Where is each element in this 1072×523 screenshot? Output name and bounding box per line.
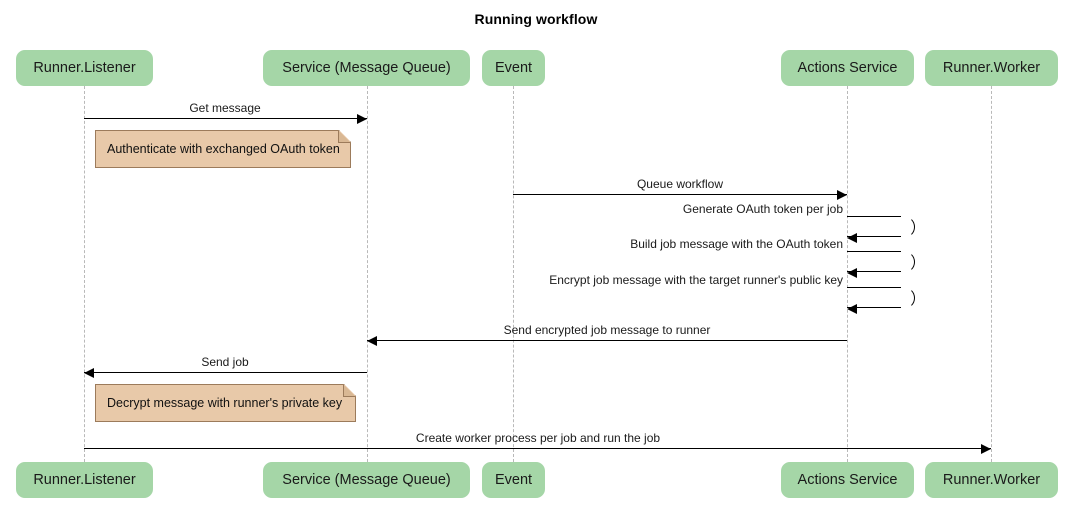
- arrowhead-send-encrypted-job-message: [367, 336, 377, 346]
- participant-label: Actions Service: [797, 472, 898, 488]
- arrowhead-queue-workflow: [837, 190, 847, 200]
- self-message-build-job-message: [847, 251, 915, 273]
- participant-top-event[interactable]: Event: [482, 50, 545, 86]
- self-message-label-generate-oauth-token: Generate OAuth token per job: [682, 202, 843, 216]
- participant-label: Event: [494, 472, 533, 488]
- arrowhead-encrypt-job-message: [847, 304, 857, 314]
- self-loop-curve-build-job-message: [887, 251, 915, 273]
- self-loop-curve-encrypt-job-message: [887, 287, 915, 309]
- participant-bottom-service-message-queue[interactable]: Service (Message Queue): [263, 462, 470, 498]
- page-title: Running workflow: [474, 11, 598, 27]
- self-message-label-build-job-message: Build job message with the OAuth token: [630, 237, 843, 251]
- participant-top-service-message-queue[interactable]: Service (Message Queue): [263, 50, 470, 86]
- message-line-create-worker-process: [84, 448, 991, 449]
- message-label-send-encrypted-job-message: Send encrypted job message to runner: [503, 323, 711, 337]
- participant-label: Event: [494, 60, 533, 76]
- participant-label: Runner.Listener: [33, 472, 136, 488]
- participant-label: Actions Service: [797, 60, 898, 76]
- participant-top-actions-service[interactable]: Actions Service: [781, 50, 914, 86]
- arrowhead-create-worker-process: [981, 444, 991, 454]
- lifeline-service-message-queue: [367, 86, 368, 462]
- participant-label: Service (Message Queue): [282, 60, 451, 76]
- participant-label: Runner.Worker: [942, 60, 1041, 76]
- message-line-send-encrypted-job-message: [367, 340, 847, 341]
- self-loop-curve-generate-oauth-token: [887, 216, 915, 238]
- message-line-queue-workflow: [513, 194, 847, 195]
- participant-top-runner-worker[interactable]: Runner.Worker: [925, 50, 1058, 86]
- message-label-get-message: Get message: [189, 101, 261, 115]
- self-message-encrypt-job-message: [847, 287, 915, 309]
- message-label-send-job: Send job: [201, 355, 249, 369]
- self-loop-top-generate-oauth-token: [847, 216, 901, 217]
- self-message-generate-oauth-token: [847, 216, 915, 238]
- note-authenticate-note: Authenticate with exchanged OAuth token: [95, 130, 351, 168]
- participant-label: Service (Message Queue): [282, 472, 451, 488]
- lifeline-runner-worker: [991, 86, 992, 462]
- message-label-create-worker-process: Create worker process per job and run th…: [415, 431, 661, 445]
- participant-label: Runner.Listener: [33, 60, 136, 76]
- self-loop-top-build-job-message: [847, 251, 901, 252]
- participant-bottom-actions-service[interactable]: Actions Service: [781, 462, 914, 498]
- self-message-label-encrypt-job-message: Encrypt job message with the target runn…: [549, 273, 843, 287]
- arrowhead-build-job-message: [847, 268, 857, 278]
- self-loop-bottom-build-job-message: [847, 271, 901, 273]
- participant-top-runner-listener[interactable]: Runner.Listener: [16, 50, 153, 86]
- participant-bottom-runner-listener[interactable]: Runner.Listener: [16, 462, 153, 498]
- arrowhead-send-job: [84, 368, 94, 378]
- note-text: Authenticate with exchanged OAuth token: [107, 142, 340, 156]
- self-loop-bottom-generate-oauth-token: [847, 236, 901, 238]
- arrowhead-get-message: [357, 114, 367, 124]
- arrowhead-generate-oauth-token: [847, 233, 857, 243]
- message-line-get-message: [84, 118, 367, 119]
- lifeline-event: [513, 86, 514, 462]
- message-line-send-job: [84, 372, 367, 373]
- participant-bottom-event[interactable]: Event: [482, 462, 545, 498]
- note-decrypt-note: Decrypt message with runner's private ke…: [95, 384, 356, 422]
- participant-bottom-runner-worker[interactable]: Runner.Worker: [925, 462, 1058, 498]
- self-loop-bottom-encrypt-job-message: [847, 307, 901, 309]
- note-text: Decrypt message with runner's private ke…: [107, 396, 343, 410]
- lifeline-runner-listener: [84, 86, 85, 462]
- self-loop-top-encrypt-job-message: [847, 287, 901, 288]
- participant-label: Runner.Worker: [942, 472, 1041, 488]
- message-label-queue-workflow: Queue workflow: [636, 177, 724, 191]
